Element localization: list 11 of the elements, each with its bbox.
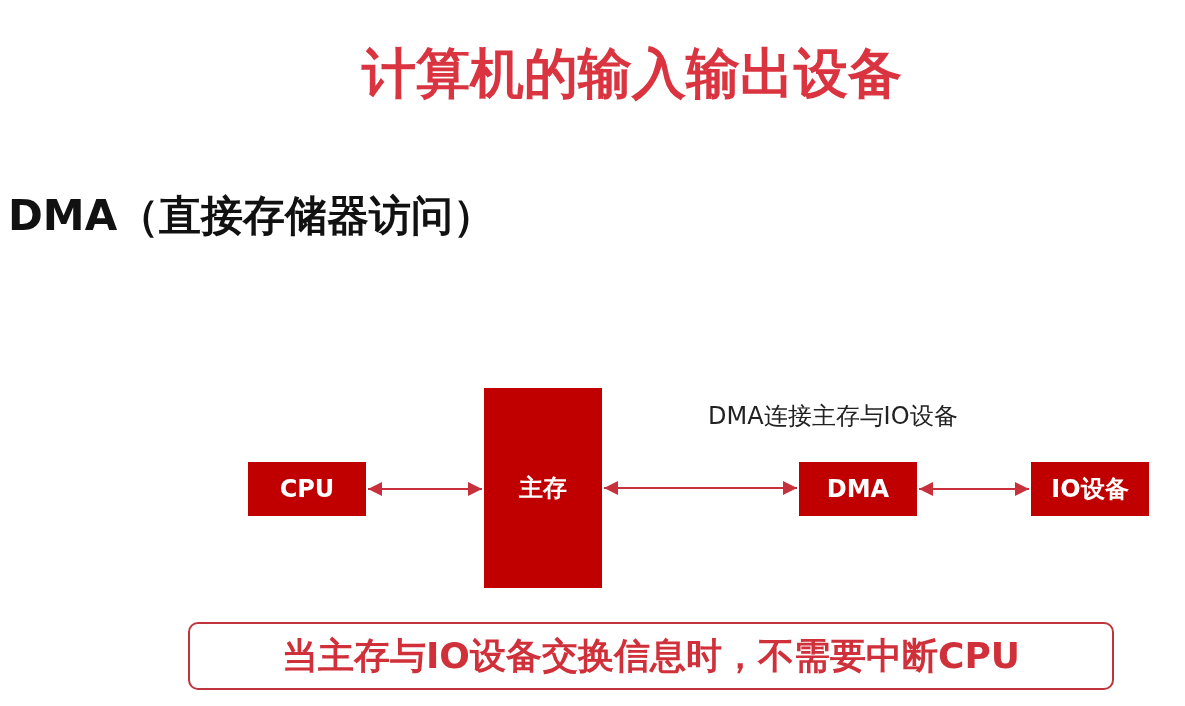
section-heading: DMA（直接存储器访问） [8, 190, 496, 242]
process-box: IO设备 [1031, 462, 1149, 516]
double-arrow [367, 482, 483, 496]
note-box: 当主存与IO设备交换信息时，不需要中断CPU [188, 622, 1114, 690]
double-arrow [603, 481, 798, 495]
process-box: 主存 [484, 388, 602, 588]
page-title: 计算机的输入输出设备 [362, 41, 902, 107]
process-box: DMA [799, 462, 917, 516]
note-text: DMA连接主存与IO设备 [708, 401, 958, 432]
process-box: CPU [248, 462, 366, 516]
double-arrow [918, 482, 1030, 496]
